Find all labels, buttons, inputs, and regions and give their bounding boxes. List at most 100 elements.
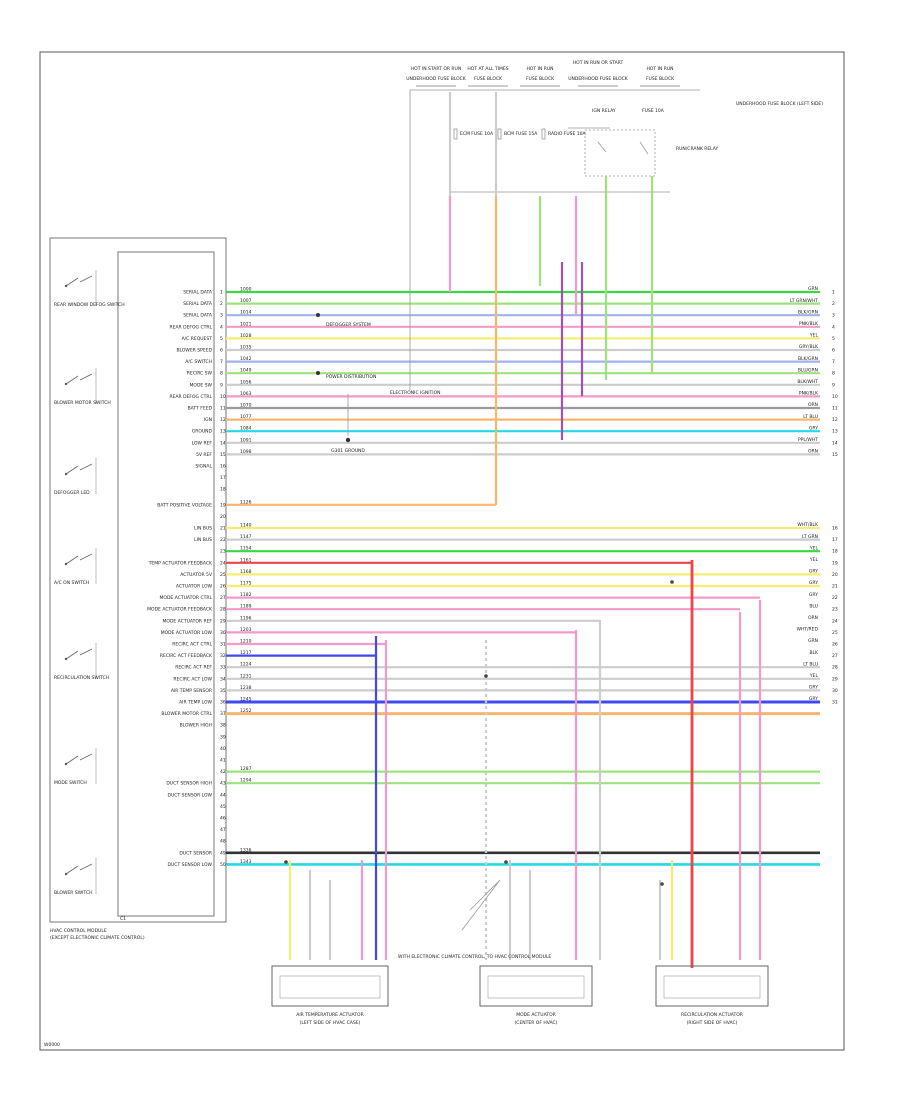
splice-point [504, 860, 508, 864]
pin-label: MODE ACTUATOR REF [163, 618, 213, 624]
right-wire-label: PNK/BLK [799, 321, 819, 327]
right-connector-pin: 24 [832, 618, 838, 624]
right-wire-label: YEL [809, 673, 819, 679]
right-connector-pin: 20 [832, 572, 838, 578]
pin-label: SERIAL DATA [183, 301, 213, 307]
right-connector-pin: 2 [832, 301, 835, 307]
switch-contact [79, 648, 93, 656]
right-connector-pin: 9 [832, 382, 835, 388]
right-wire-label: GRN [808, 286, 818, 292]
horizontal-wires: 1000100710141021102810351042104910561063… [226, 287, 820, 866]
pin-number: 44 [220, 792, 226, 798]
circuit-number: 1168 [240, 569, 252, 575]
pin-label: RECIRC ACT LOW [173, 676, 212, 682]
top-power-area [409, 89, 700, 390]
left-component: REAR WINDOW DEFOG SWITCH [54, 270, 125, 308]
splice-notes: DEFOGGER SYSTEM POWER DISTRIBUTION G301 … [316, 313, 441, 454]
bottom-note: WITH ELECTRONIC CLIMATE CONTROL, TO HVAC… [398, 954, 551, 960]
pin-label: RECIRC ACT FEEDBACK [160, 653, 213, 659]
left-component-label: REAR WINDOW DEFOG SWITCH [54, 302, 125, 308]
pin-label: MODE ACTUATOR FEEDBACK [147, 607, 213, 613]
splice-point [284, 860, 288, 864]
pin-number: 13 [220, 429, 226, 435]
right-wire-label: GRY [809, 580, 818, 586]
pin-number: 36 [220, 700, 226, 706]
right-wire-label: YEL [809, 545, 819, 551]
pin-number: 6 [220, 348, 223, 354]
right-connector-pin: 8 [832, 371, 835, 377]
pin-number: 43 [220, 781, 226, 787]
switch-contact [79, 463, 93, 471]
pin-number: 35 [220, 688, 226, 694]
pin-number: 12 [220, 417, 226, 423]
pin-label: MODE SW [190, 382, 213, 388]
circuit-number: 1161 [240, 557, 252, 563]
pin-number: 33 [220, 665, 226, 671]
fuse-title: HOT IN START OR RUN [411, 66, 461, 72]
figure-code: W0000 [44, 1042, 60, 1048]
right-connector-pin: 27 [832, 653, 838, 659]
circuit-number: 1287 [240, 766, 252, 772]
pin-number: 10 [220, 394, 226, 400]
hvac-module-subtitle: (EXCEPT ELECTRONIC CLIMATE CONTROL) [50, 935, 145, 941]
right-connector-pin: 16 [832, 526, 838, 532]
right-wire-label: LT GRN [802, 534, 818, 540]
pin-label: BATT FEED [188, 406, 213, 412]
fuse-title: HOT AT ALL TIMES [467, 66, 508, 72]
top-component-label: IGN RELAY [592, 108, 616, 114]
circuit-number: 1154 [240, 546, 252, 552]
pin-number: 2 [220, 301, 223, 307]
pin-label: MODE ACTUATOR CTRL [160, 595, 213, 601]
circuit-number: 1336 [240, 847, 252, 853]
vertical-wires [284, 92, 762, 968]
pin-number: 3 [220, 313, 223, 319]
top-component-label: RUN/CRANK RELAY [676, 146, 719, 152]
pin-number: 20 [220, 514, 226, 520]
circuit-number: 1238 [240, 685, 252, 691]
switch-terminal [64, 382, 68, 386]
pin-number: 32 [220, 653, 226, 659]
circuit-number: 1231 [240, 673, 252, 679]
switch-contact [79, 275, 93, 283]
pin-label: IGN [204, 417, 212, 423]
pin-number: 19 [220, 502, 226, 508]
pin-label: LOW REF [192, 440, 213, 446]
pin-number: 30 [220, 630, 226, 636]
actuator-motor [663, 975, 761, 999]
pin-number: 45 [220, 804, 226, 810]
pin-number: 25 [220, 572, 226, 578]
switch-terminal [64, 657, 68, 661]
right-wire-label: GRY/BLK [799, 344, 819, 350]
right-wire-label: GRN [808, 638, 818, 644]
pin-number: 22 [220, 537, 226, 543]
circuit-number: 1000 [240, 287, 252, 293]
circuit-number: 1035 [240, 345, 252, 351]
right-wire-label: ORN [808, 402, 818, 408]
hvac-control-module: C1 HVAC CONTROL MODULE (EXCEPT ELECTRONI… [49, 237, 227, 941]
pin-number: 47 [220, 827, 226, 833]
actuator-body [655, 965, 769, 1007]
top-component-label: BCM FUSE 15A [504, 131, 538, 137]
right-connector-pin: 17 [832, 537, 838, 543]
pin-label: LIN BUS [194, 526, 212, 532]
fuse-name: UNDERHOOD FUSE BLOCK [406, 76, 467, 82]
fuse-symbol [541, 128, 546, 140]
right-connector-pin: 23 [832, 607, 838, 613]
circuit-number: 1224 [240, 662, 252, 668]
right-wire-label: GRY [809, 569, 818, 575]
right-wire-label: LT BLU [803, 414, 818, 420]
right-wire-label: GRY [809, 425, 818, 431]
fuse-name: FUSE BLOCK [474, 76, 503, 82]
pin-label: SERIAL DATA [183, 290, 213, 296]
right-wire-label: YEL [809, 557, 819, 563]
pin-label: REAR DEFOG CTRL [170, 324, 213, 330]
fuse-name: UNDERHOOD FUSE BLOCK [568, 76, 629, 82]
pin-number: 27 [220, 595, 226, 601]
right-connector-pin: 22 [832, 595, 838, 601]
pin-label: REAR DEFOG CTRL [170, 394, 213, 400]
pin-label: AIR TEMP LOW [179, 700, 212, 706]
diagram-frame [39, 51, 845, 1051]
